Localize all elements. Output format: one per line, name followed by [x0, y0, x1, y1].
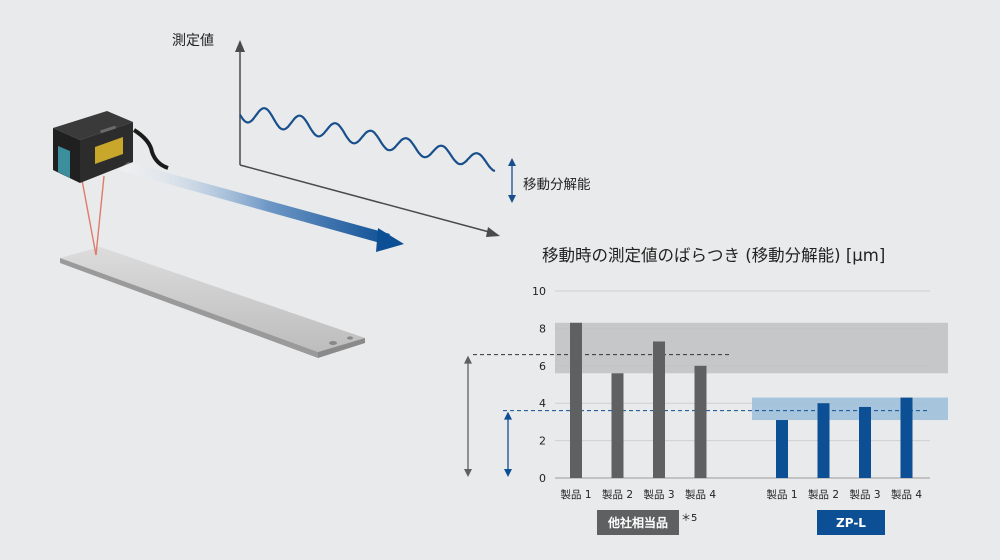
x-tick-label: 製品 3 [643, 488, 674, 501]
x-tick-label: 製品 1 [560, 488, 591, 501]
bar [611, 373, 624, 478]
range-band [752, 397, 948, 421]
x-tick-labels: 製品 1 製品 2 製品 3 製品 4 製品 1 製品 2 製品 3 製品 4 [560, 488, 922, 501]
waveform-diagram: 測定値 移動分解能 [172, 33, 591, 237]
group-label-box [817, 510, 885, 535]
range-arrowhead [464, 355, 472, 364]
sensor-illustration [53, 111, 404, 358]
bar [776, 420, 788, 478]
group-label: ZP-L [836, 516, 866, 530]
y-tick-label: 6 [539, 360, 546, 373]
y-arrowhead [235, 40, 245, 52]
group-label: 他社相当品 [607, 515, 668, 530]
y-tick-label: 8 [539, 322, 546, 335]
y-tick-labels: 0 2 4 6 8 10 [532, 285, 546, 485]
range-arrowhead [504, 411, 512, 420]
bar [570, 322, 582, 478]
gridlines [555, 290, 930, 479]
range-band [555, 322, 948, 374]
bar [859, 406, 871, 478]
x-tick-label: 製品 2 [808, 488, 839, 501]
bars [570, 322, 913, 478]
x-tick-label: 製品 4 [891, 488, 922, 501]
group-label-box [597, 510, 679, 535]
sensor-cable [132, 128, 169, 170]
rail [60, 247, 365, 358]
range-arrowhead [464, 469, 472, 477]
x-tick-label: 製品 4 [685, 488, 716, 501]
footnote-mark: ＊5 [681, 513, 697, 524]
bar [653, 341, 665, 478]
y-tick-label: 4 [539, 397, 546, 410]
yaxis-label: 測定値 [172, 33, 214, 49]
group-labels: 他社相当品 ＊5 ZP-L [597, 510, 885, 535]
resolution-label: 移動分解能 [523, 177, 591, 193]
x-arrowhead [486, 227, 500, 237]
range-bands [555, 322, 948, 421]
chart-title: 移動時の測定値のばらつき (移動分解能) [µm] [542, 246, 885, 265]
bar [694, 365, 707, 478]
movement-arrow [118, 162, 404, 252]
bar [900, 397, 913, 478]
y-tick-label: 10 [532, 285, 546, 298]
range-arrowhead [504, 469, 512, 477]
sensor-head [53, 111, 133, 183]
x-tick-label: 製品 3 [849, 488, 880, 501]
laser-beams [81, 175, 105, 256]
x-tick-label: 製品 2 [602, 488, 633, 501]
y-tick-label: 2 [539, 435, 546, 448]
x-tick-label: 製品 1 [766, 488, 797, 501]
bar [817, 403, 830, 478]
measurement-wave [239, 107, 496, 173]
y-tick-label: 0 [539, 472, 546, 485]
